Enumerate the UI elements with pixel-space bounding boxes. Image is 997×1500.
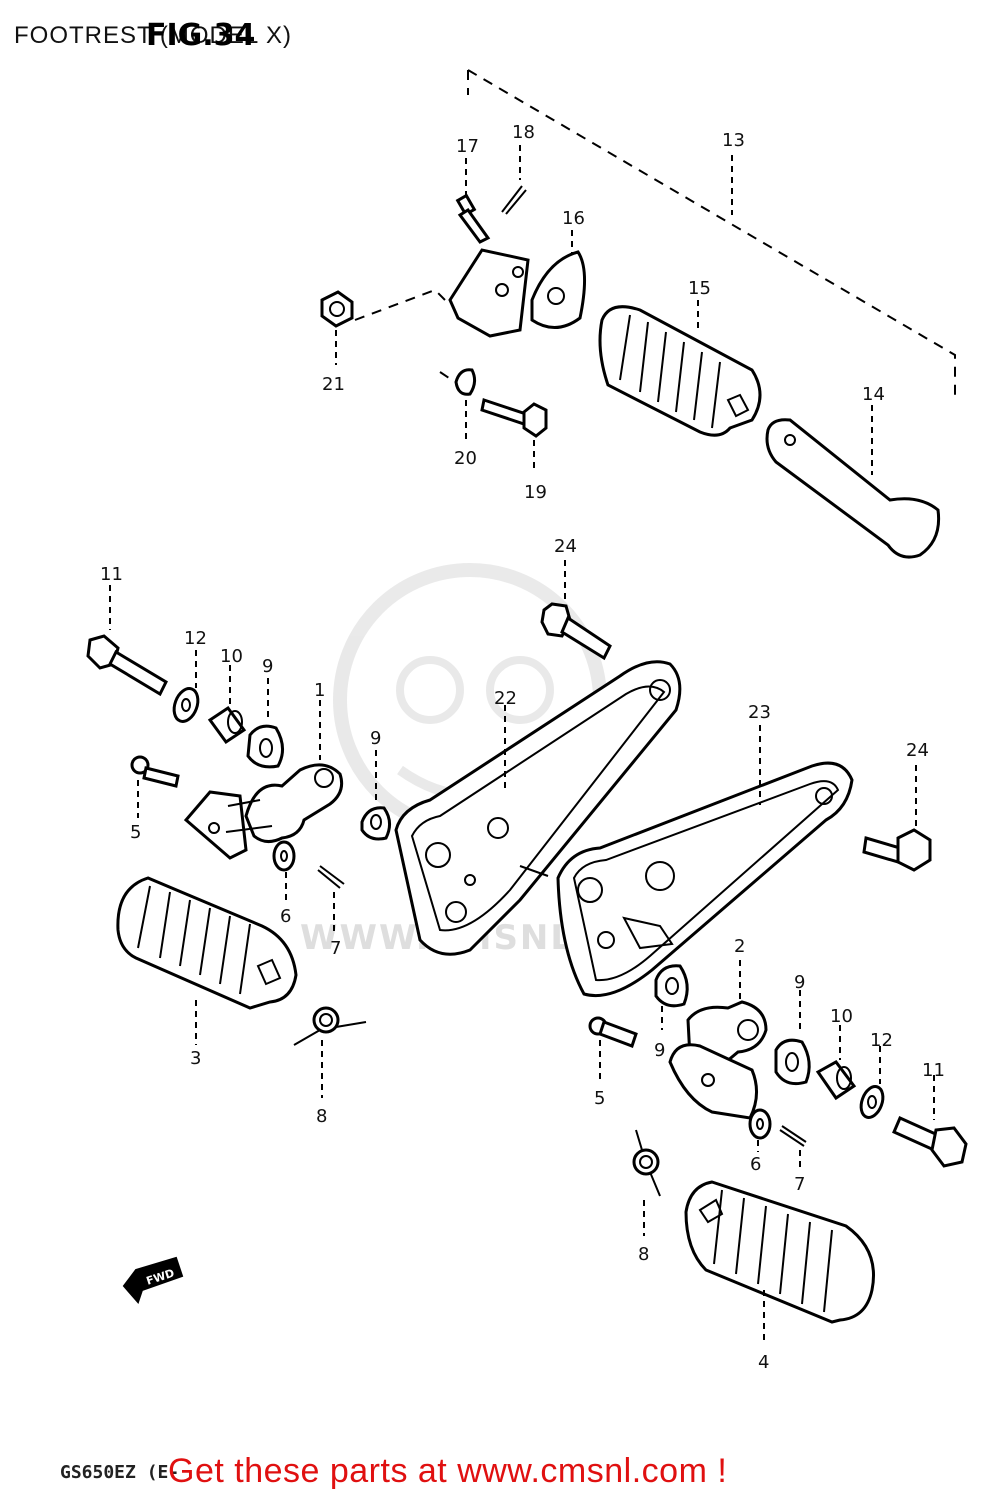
callout-9d: 9 xyxy=(794,972,805,993)
part-17-bolt[interactable] xyxy=(455,193,491,244)
part-20-washer[interactable] xyxy=(454,368,477,396)
part-8-spring-right[interactable] xyxy=(632,1129,661,1197)
part-7-cotter-pin-left[interactable] xyxy=(317,865,345,889)
part-9-bushing-left[interactable] xyxy=(246,724,284,769)
callout-4: 4 xyxy=(758,1352,769,1373)
part-1-footrest-holder-left[interactable] xyxy=(183,763,344,860)
part-9-bushing-right[interactable] xyxy=(654,964,689,1008)
part-11-bolt-left[interactable] xyxy=(86,634,168,697)
callout-10a: 10 xyxy=(220,646,243,667)
callout-22: 22 xyxy=(494,688,517,709)
part-5-pin-left[interactable] xyxy=(130,755,180,788)
callout-10b: 10 xyxy=(830,1006,853,1027)
part-12-washer-right[interactable] xyxy=(857,1084,887,1121)
part-7-cotter-pin-right[interactable] xyxy=(779,1125,807,1147)
callout-13: 13 xyxy=(722,130,745,151)
callout-2: 2 xyxy=(734,936,745,957)
part-6-washer-left[interactable] xyxy=(272,840,296,872)
callout-6b: 6 xyxy=(750,1154,761,1175)
callout-9c: 9 xyxy=(654,1040,665,1061)
group-bracket-13 xyxy=(467,69,956,395)
callout-15: 15 xyxy=(688,278,711,299)
part-3-footrest-rubber-left[interactable] xyxy=(116,876,298,1010)
callout-8a: 8 xyxy=(316,1106,327,1127)
callout-6a: 6 xyxy=(280,906,291,927)
part-4-footrest-rubber-right[interactable] xyxy=(684,1180,875,1324)
callout-7a: 7 xyxy=(330,938,341,959)
callout-12a: 12 xyxy=(184,628,207,649)
callout-24b: 24 xyxy=(906,740,929,761)
figure-label: FIG.34 xyxy=(146,18,256,53)
page-title: FOOTREST (MODEL X) xyxy=(14,22,293,49)
callout-1: 1 xyxy=(314,680,325,701)
callout-7b: 7 xyxy=(794,1174,805,1195)
part-10-spacer-left[interactable] xyxy=(207,705,247,745)
callout-18: 18 xyxy=(512,122,535,143)
assembly-line-20 xyxy=(439,371,453,381)
callout-20: 20 xyxy=(454,448,477,469)
part-22-bracket-plate-left[interactable] xyxy=(394,660,682,956)
callout-19: 19 xyxy=(524,482,547,503)
callout-5a: 5 xyxy=(130,822,141,843)
part-16-plate[interactable] xyxy=(530,250,587,329)
part-23-bracket-plate-right[interactable] xyxy=(556,761,854,998)
callout-8b: 8 xyxy=(638,1244,649,1265)
part-14-footrest-pin[interactable] xyxy=(765,418,941,559)
callout-17: 17 xyxy=(456,136,479,157)
part-10-spacer-right[interactable] xyxy=(815,1060,857,1101)
stud-22 xyxy=(519,865,549,877)
callout-23: 23 xyxy=(748,702,771,723)
part-15-footrest-rubber[interactable] xyxy=(598,305,762,437)
callout-9b: 9 xyxy=(370,728,381,749)
part-18-cotter-pin[interactable] xyxy=(501,185,527,215)
callout-12b: 12 xyxy=(870,1030,893,1051)
callout-11b: 11 xyxy=(922,1060,945,1081)
part-19-bolt[interactable] xyxy=(480,398,548,438)
part-2-footrest-holder-right[interactable] xyxy=(668,1000,768,1120)
callout-16: 16 xyxy=(562,208,585,229)
part-5-pin-right[interactable] xyxy=(588,1016,638,1048)
callout-14: 14 xyxy=(862,384,885,405)
callout-9a: 9 xyxy=(262,656,273,677)
callout-3: 3 xyxy=(190,1048,201,1069)
callout-numbers: 1 2 3 4 5 5 6 6 7 7 8 8 9 9 9 9 10 10 11… xyxy=(100,122,945,1373)
callout-24a: 24 xyxy=(554,536,577,557)
part-9-bushing-right-outer[interactable] xyxy=(774,1038,811,1086)
part-9-washer-center[interactable] xyxy=(360,806,391,841)
callout-21: 21 xyxy=(322,374,345,395)
part-21-nut[interactable] xyxy=(320,290,354,328)
part-24-bolt-upper[interactable] xyxy=(540,602,612,661)
callout-5b: 5 xyxy=(594,1088,605,1109)
part-footrest-bracket-upper[interactable] xyxy=(448,248,530,338)
part-8-spring-left[interactable] xyxy=(293,1006,367,1046)
part-6-washer-right[interactable] xyxy=(748,1108,772,1140)
model-code: GS650EZ (E- xyxy=(60,1462,180,1483)
cta-link[interactable]: Get these parts at www.cmsnl.com ! xyxy=(168,1452,728,1490)
part-11-bolt-right[interactable] xyxy=(892,1116,968,1168)
fwd-direction-arrow: FWD xyxy=(122,1256,184,1304)
part-24-bolt-right[interactable] xyxy=(862,828,932,872)
callout-11a: 11 xyxy=(100,564,123,585)
part-12-washer-left[interactable] xyxy=(170,685,202,724)
assembly-line-21 xyxy=(354,288,446,321)
